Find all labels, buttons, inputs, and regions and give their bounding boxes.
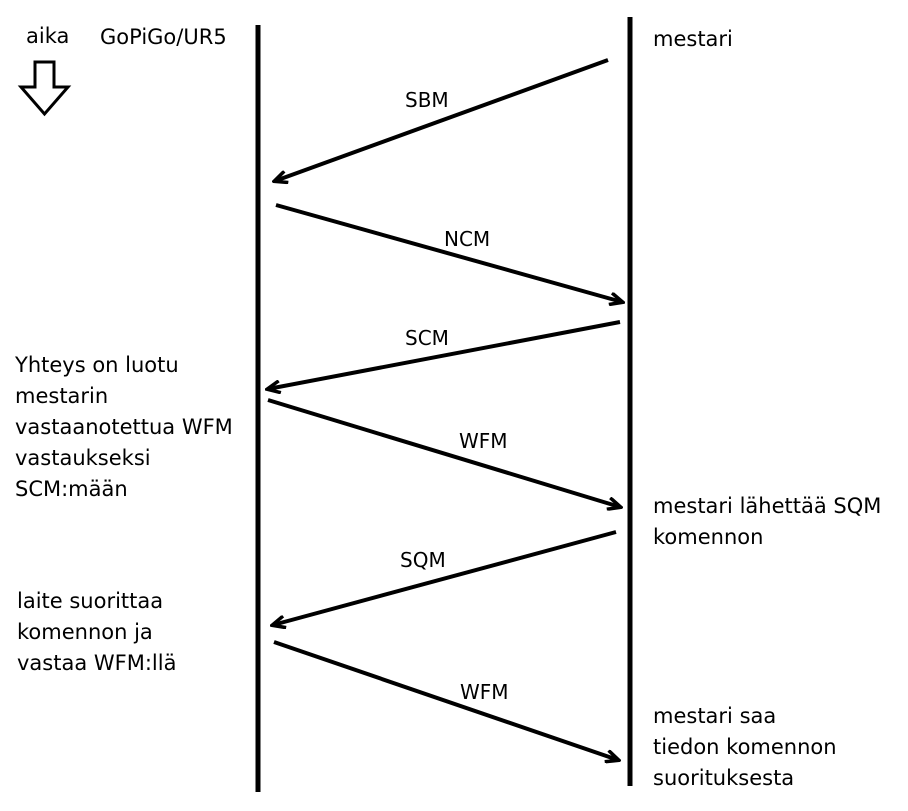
message-arrow-ncm [275, 203, 622, 302]
note-device-executes: laite suorittaa komennon ja vastaa WFM:l… [17, 586, 176, 679]
note-line: komennon ja [17, 620, 153, 644]
note-line: vastaukseksi [15, 446, 151, 470]
message-label-wfm-1: WFM [459, 429, 508, 453]
message-arrow-wfm-1 [267, 398, 620, 507]
note-line: SCM:mään [15, 477, 128, 501]
note-line: mestari saa [653, 704, 777, 728]
note-line: tiedon komennon [653, 735, 837, 759]
note-line: vastaanotettua WFM [15, 415, 233, 439]
note-line: vastaa WFM:llä [17, 651, 177, 675]
message-label-ncm: NCM [444, 227, 491, 251]
time-axis-label: aika [26, 24, 70, 48]
message-arrow-scm [268, 320, 621, 389]
note-master-sends-sqm: mestari lähettää SQM komennon [653, 491, 881, 553]
participant-master-label: mestari [653, 27, 733, 51]
time-arrow-icon [17, 60, 72, 117]
note-line: laite suorittaa [17, 589, 164, 613]
message-arrow-wfm-2 [273, 640, 618, 760]
note-line: komennon [653, 525, 764, 549]
note-line: suorituksesta [653, 766, 795, 790]
message-label-sbm: SBM [405, 88, 449, 112]
participant-device-label: GoPiGo/UR5 [100, 25, 227, 49]
message-label-wfm-2: WFM [460, 680, 509, 704]
message-arrow-sqm [273, 530, 617, 625]
message-label-scm: SCM [405, 326, 449, 350]
note-line: mestari lähettää SQM [653, 494, 882, 518]
note-line: mestarin [15, 384, 109, 408]
message-label-sqm: SQM [400, 548, 446, 572]
message-arrow-sbm [275, 58, 609, 181]
note-line: Yhteys on luotu [15, 353, 179, 377]
note-connection-established: Yhteys on luotu mestarin vastaanotettua … [15, 350, 233, 505]
note-master-receives: mestari saa tiedon komennon suorituksest… [653, 701, 837, 794]
